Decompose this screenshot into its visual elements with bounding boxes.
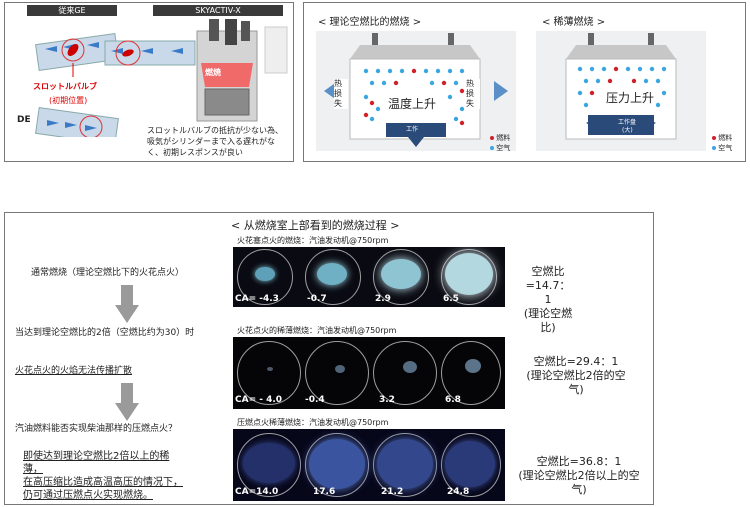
row2-ratio-line1: 空燃比=29.4：1 <box>533 355 619 368</box>
caption-line3: く、初期レスポンスが良い <box>147 148 243 157</box>
row3-ratio-line3: 气) <box>571 483 587 496</box>
caption-line2: 吸気がシリンダーまで入る遅れがな <box>147 137 275 146</box>
row3-frame2-flame <box>309 439 365 489</box>
down-arrow-2 <box>115 383 139 421</box>
fuel-legend-dot <box>712 136 716 140</box>
row2-frame1-circle <box>237 341 301 405</box>
step-double-ratio: 当达到理论空燃比的2倍（空燃比约为30）时 <box>15 328 195 338</box>
engine-comparison-panel: 従来GE SKYACTIV-X スロットルバルブ (初期位置) DE 燃焼 ス <box>4 2 294 162</box>
step-compression-ignition-question: 汽油燃料能否实现柴油那样的压燃点火？ <box>15 424 178 434</box>
work-disk-line1: 工作盘 <box>618 119 637 126</box>
legend-left: 燃料 空气 <box>490 133 510 153</box>
row2-ratio-line3: 气) <box>568 383 584 396</box>
row2-ca-2: -0.4 <box>305 395 325 405</box>
heat-loss-right: 热损失 <box>466 79 480 109</box>
row3-ratio-line2: (理论空燃比2倍以上的空 <box>518 469 640 482</box>
temp-rise-label: 温度上升 <box>386 95 439 112</box>
row1-ratio-line4: 比) <box>540 321 556 334</box>
row3-header: 压燃点火稀薄燃烧：汽油发动机@750rpm <box>237 418 389 427</box>
row1-frame1-circle <box>237 249 293 305</box>
row1-frame3-flame <box>381 259 421 289</box>
skyactiv-header: SKYACTIV-X <box>153 5 283 16</box>
row3-frame1-flame <box>243 443 295 483</box>
conclusion-line2: 薄， <box>23 464 43 475</box>
fuel-legend-label: 燃料 <box>718 134 733 142</box>
row3-ratio: 空燃比=36.8：1 (理论空燃比2倍以上的空 气) <box>511 455 647 497</box>
row2-frame3-flame <box>403 361 417 373</box>
down-arrow-1 <box>115 285 139 323</box>
row3-frame1-circle <box>237 433 301 497</box>
work-disk-line2: (大) <box>622 127 633 134</box>
row3-frame3-circle <box>373 433 437 497</box>
fuel-legend-label-left: 燃料 <box>496 134 511 142</box>
row1-frame3-circle <box>373 249 429 305</box>
row2-frame2-flame <box>335 365 345 373</box>
lean-title: < 稀薄燃烧 > <box>542 17 606 28</box>
row1-ratio-line3: (理论空燃 <box>523 307 573 320</box>
combustion-process-panel: < 从燃烧室上部看到的燃烧过程 > 通常燃烧（理论空燃比下的火花点火） 当达到理… <box>4 212 654 505</box>
row1-image-strip: CA= -4.3 -0.7 2.9 6.5 <box>233 247 505 307</box>
conclusion-line1: 即使达到理论空燃比2倍以上的稀 <box>23 451 170 462</box>
row1-frame2-flame <box>317 263 347 285</box>
air-legend-label-left: 空气 <box>496 144 511 152</box>
row3-ca-4: 24.8 <box>447 487 470 497</box>
row2-frame3-circle <box>373 341 437 405</box>
legend: 燃料 空气 <box>712 133 746 153</box>
row2-frame1-flame <box>267 367 273 371</box>
ge-header: 従来GE <box>27 5 117 16</box>
row1-frame2-circle <box>305 249 361 305</box>
row1-ratio-line1: 空燃比=14.7： <box>525 265 571 292</box>
throttle-valve-label: スロットルバルブ <box>33 82 97 91</box>
row3-frame4-circle <box>441 433 501 497</box>
row1-frame1-flame <box>255 267 275 281</box>
conclusion-line4: 仍可通过压燃点火实现燃烧。 <box>23 490 153 501</box>
pressure-rise-label: 压力上升 <box>604 89 657 106</box>
row3-ca-1: CA=14.0 <box>235 487 279 497</box>
air-legend-dot <box>712 146 716 150</box>
row1-header: 火花塞点火的燃烧：汽油发动机@750rpm <box>237 236 389 245</box>
row1-ca-3: 2.9 <box>375 294 391 304</box>
row3-ratio-line1: 空燃比=36.8：1 <box>536 455 622 468</box>
row3-ca-3: 21.2 <box>381 487 404 497</box>
combustion-comparison-panel: < 理论空燃比的燃烧 > < 稀薄燃烧 > 热损失 热损失 温度上升 工作 <box>303 2 746 162</box>
arrow-to-valve <box>71 113 72 114</box>
skyactiv-engine-diagram <box>104 19 288 122</box>
stoich-title: < 理论空燃比的燃烧 > <box>318 17 422 28</box>
row1-frame4-circle <box>441 249 497 305</box>
caption-line1: スロットルバルブの抵抗が少ない為、 <box>147 126 283 135</box>
step-flame-no-spread: 火花点火的火焰无法传播扩散 <box>15 366 133 376</box>
row1-ca-2: -0.7 <box>307 294 327 304</box>
row2-ratio: 空燃比=29.4：1 (理论空燃比2倍的空 气) <box>515 355 637 397</box>
row3-image-strip: CA=14.0 17.6 21.2 24.8 <box>233 429 505 501</box>
row3-frame2-circle <box>305 433 369 497</box>
row1-ca-4: 6.5 <box>443 294 459 304</box>
row1-frame4-flame <box>445 253 493 295</box>
row2-frame2-circle <box>305 341 369 405</box>
row2-header: 火花点火的稀薄燃烧：汽油发动机@750rpm <box>237 326 397 335</box>
ge-intake-diagram <box>35 32 119 137</box>
combustion-label: 燃焼 <box>205 68 221 77</box>
air-legend-label: 空气 <box>718 144 733 152</box>
row2-ca-1: CA= - 4.0 <box>235 395 283 405</box>
initial-position-label: (初期位置) <box>49 96 88 105</box>
row2-ratio-line2: (理论空燃比2倍的空 <box>526 369 626 382</box>
step-normal-combustion: 通常燃烧（理论空燃比下的火花点火） <box>31 268 185 278</box>
work-label-left: 工作 <box>406 126 419 133</box>
row3-ca-2: 17.6 <box>313 487 336 497</box>
row2-frame4-circle <box>441 341 501 405</box>
de-label: DE <box>17 115 31 125</box>
row1-ca-1: CA= -4.3 <box>235 294 279 304</box>
heat-loss-left: 热损失 <box>334 79 348 109</box>
row3-frame3-flame <box>377 439 433 489</box>
row2-image-strip: CA= - 4.0 -0.4 3.2 6.8 <box>233 337 505 409</box>
row2-ca-4: 6.8 <box>445 395 461 405</box>
row1-ratio: 空燃比=14.7： 1 (理论空燃 比) <box>515 265 581 335</box>
conclusion-line3: 在高压缩比造成高温高压的情况下， <box>23 477 183 488</box>
row2-frame4-flame <box>465 359 481 373</box>
row2-ca-3: 3.2 <box>379 395 395 405</box>
row1-ratio-line2: 1 <box>544 293 552 306</box>
bottom-title: < 从燃烧室上部看到的燃烧过程 > <box>231 219 400 232</box>
row3-frame4-flame <box>445 441 495 487</box>
